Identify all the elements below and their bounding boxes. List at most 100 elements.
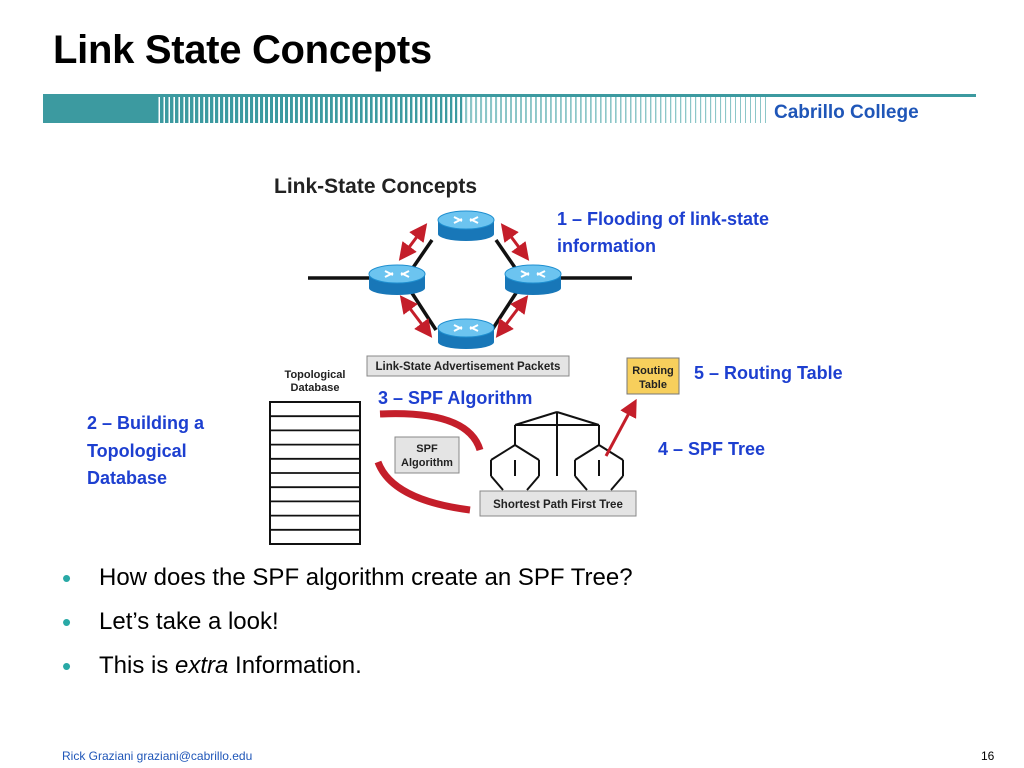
barcode-stripe [765, 97, 766, 123]
spf-tree [490, 411, 624, 491]
barcode-stripe [500, 97, 502, 123]
database-table-icon [269, 401, 361, 545]
barcode-stripe [200, 97, 204, 123]
barcode-stripe [740, 97, 741, 123]
barcode-stripe [685, 97, 687, 123]
barcode-stripe [720, 97, 722, 123]
barcode-stripe [225, 97, 229, 123]
barcode-stripe [250, 97, 254, 123]
slide-title: Link State Concepts [53, 28, 432, 72]
barcode-stripe [460, 97, 463, 123]
barcode-stripe [405, 97, 408, 123]
barcode-stripe [700, 97, 702, 123]
barcode-stripe [530, 97, 532, 123]
router-icon [504, 264, 562, 295]
barcode-stripe [370, 97, 373, 123]
bullet-text-emphasis: extra [175, 652, 229, 679]
barcode-stripe [695, 97, 697, 123]
barcode-stripe [710, 97, 712, 123]
routing-box-label-2: Table [639, 379, 667, 391]
barcode-stripe [630, 97, 632, 123]
bullet-item: • How does the SPF algorithm create an S… [62, 561, 633, 605]
callout-step2-line2: Topological [87, 441, 187, 461]
barcode-stripe [625, 97, 627, 123]
link-state-diagram: Link-State Concepts [87, 175, 843, 545]
barcode-stripe [430, 97, 433, 123]
barcode-stripe [510, 97, 512, 123]
barcode-stripe [355, 97, 358, 123]
routing-box-label-1: Routing [632, 365, 674, 377]
barcode-stripe [320, 97, 323, 123]
barcode-stripe [565, 97, 567, 123]
routing-table-box [626, 357, 680, 395]
barcode-stripe [290, 97, 293, 123]
barcode-stripe [310, 97, 313, 123]
barcode-stripe [490, 97, 493, 123]
callout-step5: 5 – Routing Table [694, 363, 843, 383]
barcode-stripe [280, 97, 283, 123]
barcode-stripe [725, 97, 727, 123]
barcode-stripe [360, 97, 363, 123]
barcode-stripe [620, 97, 622, 123]
spf-curve-top [379, 410, 484, 452]
barcode-stripe [240, 97, 244, 123]
barcode-stripe [470, 97, 473, 123]
barcode-stripe [270, 97, 273, 123]
barcode-stripe [345, 97, 348, 123]
lsa-box-label: Link-State Advertisement Packets [376, 361, 561, 373]
barcode-stripe [380, 97, 383, 123]
barcode-stripe [480, 97, 483, 123]
bullet-text: How does the SPF algorithm create an SPF… [99, 564, 633, 591]
barcode-stripe [535, 97, 537, 123]
router-icon [437, 210, 495, 241]
barcode-stripe [340, 97, 343, 123]
bullet-dot-icon: • [62, 607, 72, 637]
barcode-stripe [295, 97, 298, 123]
barcode-stripe [285, 97, 288, 123]
bullet-item: • This is extra Information. [62, 649, 633, 693]
barcode-stripe [760, 97, 761, 123]
barcode-stripe [715, 97, 717, 123]
barcode-stripe [425, 97, 428, 123]
barcode-stripe [385, 97, 388, 123]
bullet-text: Let’s take a look! [99, 608, 279, 635]
lsa-box [366, 355, 570, 377]
barcode-stripe [415, 97, 418, 123]
barcode-stripe [245, 97, 249, 123]
barcode-stripe [455, 97, 458, 123]
barcode-stripe [475, 97, 478, 123]
barcode-stripe [190, 97, 194, 123]
barcode-stripe [640, 97, 642, 123]
bullet-item: • Let’s take a look! [62, 605, 633, 649]
barcode-stripe [520, 97, 522, 123]
barcode-stripe [585, 97, 587, 123]
barcode-stripe [755, 97, 756, 123]
barcode-stripe [660, 97, 662, 123]
barcode-stripe [645, 97, 647, 123]
barcode-stripe [545, 97, 547, 123]
barcode-stripe [690, 97, 692, 123]
barcode-stripe [235, 97, 239, 123]
barcode-stripe [330, 97, 333, 123]
header-barcode [155, 97, 766, 123]
barcode-stripe [550, 97, 552, 123]
barcode-stripe [185, 97, 189, 123]
topo-db-label-2: Database [291, 382, 340, 394]
barcode-stripe [210, 97, 214, 123]
barcode-stripe [555, 97, 557, 123]
barcode-stripe [665, 97, 667, 123]
barcode-stripe [465, 97, 468, 123]
barcode-stripe [495, 97, 498, 123]
barcode-stripe [750, 97, 751, 123]
callout-step4: 4 – SPF Tree [658, 439, 765, 459]
barcode-stripe [395, 97, 398, 123]
barcode-stripe [450, 97, 453, 123]
barcode-stripe [735, 97, 736, 123]
tree-to-routing-arrow [604, 398, 637, 457]
spf-algorithm-box [394, 436, 460, 474]
barcode-stripe [170, 97, 174, 123]
barcode-stripe [230, 97, 234, 123]
barcode-stripe [440, 97, 443, 123]
barcode-stripe [205, 97, 209, 123]
header-bar-solid [43, 94, 155, 123]
